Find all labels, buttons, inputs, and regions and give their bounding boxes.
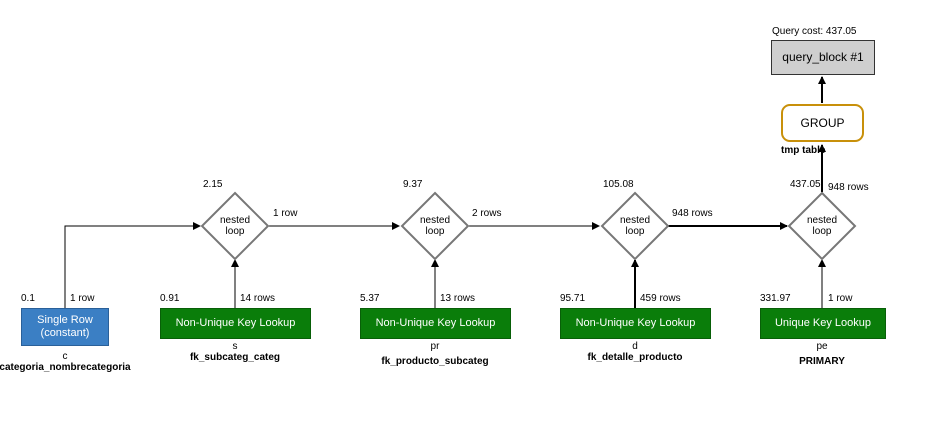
table-alias-pr: pr [430, 341, 440, 352]
table-key-c: categoria_nombrecategoria [0, 362, 131, 373]
table-rows-s: 14 rows [240, 293, 276, 304]
table-rows-pe: 1 row [828, 293, 853, 304]
table-cost-c: 0.1 [21, 293, 35, 304]
nested-loop-diamond-2[interactable] [400, 191, 470, 261]
nested-loop-cost-3: 105.08 [603, 179, 634, 190]
table-key-pe: PRIMARY [799, 356, 845, 367]
table-node-s[interactable]: Non-Unique Key Lookup [160, 308, 311, 339]
nested-loop-diamond-4[interactable] [787, 191, 857, 261]
table-node-c-line1: Single Row [37, 314, 93, 326]
table-key-d: fk_detalle_producto [587, 352, 683, 363]
table-node-pe[interactable]: Unique Key Lookup [760, 308, 886, 339]
edge-c-to-nl1 [64, 222, 201, 308]
table-alias-s: s [232, 341, 238, 352]
table-key-pr: fk_producto_subcateg [381, 356, 489, 367]
nested-loop-rows-1: 1 row [273, 208, 298, 219]
nested-loop-cost-4: 437.05 [790, 179, 821, 190]
nested-loop-diamond-3[interactable] [600, 191, 670, 261]
group-node[interactable]: GROUP [781, 104, 864, 142]
nested-loop-rows-2: 2 rows [472, 208, 502, 219]
table-node-d[interactable]: Non-Unique Key Lookup [560, 308, 711, 339]
nested-loop-diamond-1[interactable] [200, 191, 270, 261]
table-node-pr[interactable]: Non-Unique Key Lookup [360, 308, 511, 339]
table-cost-pe: 331.97 [760, 293, 791, 304]
table-alias-d: d [632, 341, 638, 352]
table-rows-pr: 13 rows [440, 293, 476, 304]
table-node-c-line2: (constant) [40, 327, 90, 339]
table-rows-d: 459 rows [640, 293, 681, 304]
table-cost-d: 95.71 [560, 293, 586, 304]
query-cost-label: Query cost: 437.05 [772, 26, 857, 37]
group-tmp-table-label: tmp table [781, 145, 826, 156]
query-block-node[interactable]: query_block #1 [771, 40, 875, 75]
nested-loop-rows-3: 948 rows [672, 208, 713, 219]
table-alias-c: c [62, 351, 68, 362]
table-cost-pr: 5.37 [360, 293, 380, 304]
table-node-c[interactable]: Single Row (constant) [21, 308, 109, 346]
nested-loop-rows-4: 948 rows [828, 182, 869, 193]
nested-loop-cost-2: 9.37 [403, 179, 423, 190]
table-cost-s: 0.91 [160, 293, 180, 304]
table-key-s: fk_subcateg_categ [189, 352, 281, 363]
nested-loop-cost-1: 2.15 [203, 179, 223, 190]
table-rows-c: 1 row [70, 293, 95, 304]
table-alias-pe: pe [816, 341, 828, 352]
